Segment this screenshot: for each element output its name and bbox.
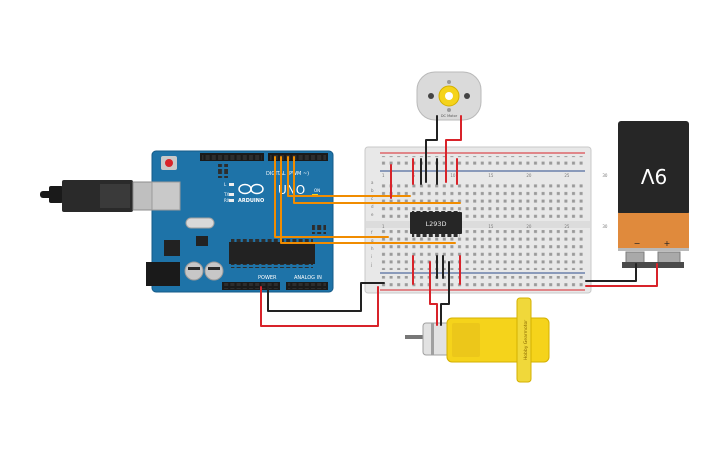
breadboard-row-label: a (371, 180, 374, 185)
wire-orange-4[interactable] (293, 156, 461, 204)
arduino-brand-label: ARDUINO (238, 198, 264, 204)
arduino-logo (238, 183, 264, 195)
arduino-uno-board[interactable]: DIGITAL (PWM ~) POWER ANALOG IN UNO ARDU… (146, 150, 334, 293)
breadboard-row-label: d (371, 204, 374, 209)
dc-motor-label: DC Motor (441, 114, 458, 118)
battery-negative-label: − (634, 239, 641, 248)
icsp2-header (218, 164, 228, 178)
breadboard-row-label: e (371, 212, 374, 217)
top-power-rail-holes[interactable] (380, 156, 585, 168)
wire-orange-1[interactable] (274, 156, 389, 238)
reset-button-cap[interactable] (165, 159, 173, 167)
wire-gearmotor-red[interactable] (429, 261, 438, 326)
power-header-label: POWER (258, 275, 277, 281)
breadboard-column-label: 30 (602, 224, 608, 229)
led-rx (229, 199, 234, 202)
breadboard[interactable] (364, 146, 592, 294)
small-chip (196, 236, 208, 246)
led-tx (229, 193, 234, 196)
breadboard-row-label: c (371, 196, 373, 201)
breadboard-row-label: g (371, 238, 374, 243)
breadboard-column-label: 15 (488, 173, 494, 178)
wire-gnd-black[interactable] (267, 282, 385, 312)
chip-label: L293D (425, 220, 446, 228)
wire-orange-2[interactable] (280, 156, 456, 244)
wire-5v-red[interactable] (260, 286, 379, 327)
breadboard-column-label: 25 (564, 224, 570, 229)
crystal-oscillator (185, 217, 215, 229)
atmega-chip (229, 242, 315, 264)
l293d-chip[interactable]: L293D (410, 209, 462, 237)
breadboard-column-label: 25 (564, 173, 570, 178)
center-channel (366, 221, 590, 228)
barrel-jack[interactable] (146, 262, 180, 286)
gearmotor-label: Hobby Gearmotor (523, 320, 529, 360)
led-rx-label: RX (224, 198, 230, 203)
arduino-model-label: UNO (278, 183, 305, 197)
breadboard-row-label: b (371, 188, 374, 193)
wire-orange-3[interactable] (287, 156, 411, 197)
analog-header-label: ANALOG IN (294, 275, 322, 281)
breadboard-column-label: 1 (382, 173, 385, 178)
led-l (229, 183, 234, 186)
battery-voltage-label: 9V (640, 164, 667, 188)
voltage-regulator (164, 240, 180, 256)
battery-9v[interactable]: 9V − + (618, 121, 689, 268)
battery-positive-label: + (664, 239, 671, 248)
bottom-power-rail-holes[interactable] (380, 276, 585, 287)
wires[interactable] (260, 115, 658, 327)
breadboard-column-label: 20 (526, 173, 532, 178)
bottom-terminal-holes[interactable] (380, 230, 585, 270)
wire-battery-negative[interactable] (585, 263, 637, 282)
capacitor (204, 261, 224, 281)
led-l-label: L (224, 182, 227, 187)
icsp-header (312, 225, 326, 234)
usb-socket[interactable] (151, 181, 181, 211)
breadboard-column-label: 30 (602, 173, 608, 178)
breadboard-column-label: 1 (382, 224, 385, 229)
breadboard-row-label: h (371, 246, 374, 251)
gearmotor-shaft-stub (405, 335, 427, 339)
wire-dc-motor-red[interactable] (445, 115, 462, 183)
led-tx-label: TX (223, 192, 229, 197)
breadboard-row-label: f (371, 230, 373, 235)
breadboard-column-label: 10 (450, 173, 456, 178)
breadboard-column-label: 20 (526, 224, 532, 229)
breadboard-row-label: i (371, 254, 372, 259)
capacitor (184, 261, 204, 281)
breadboard-row-label: j (370, 262, 372, 267)
dc-motor[interactable]: DC Motor (416, 71, 482, 121)
on-led-label: ON (314, 188, 320, 193)
wire-battery-positive[interactable] (585, 263, 658, 287)
wire-dc-motor-black[interactable] (425, 115, 438, 183)
breadboard-column-label: 15 (488, 224, 494, 229)
hobby-gearmotor[interactable]: Hobby Gearmotor (405, 297, 550, 383)
wire-gearmotor-black[interactable] (440, 261, 450, 326)
